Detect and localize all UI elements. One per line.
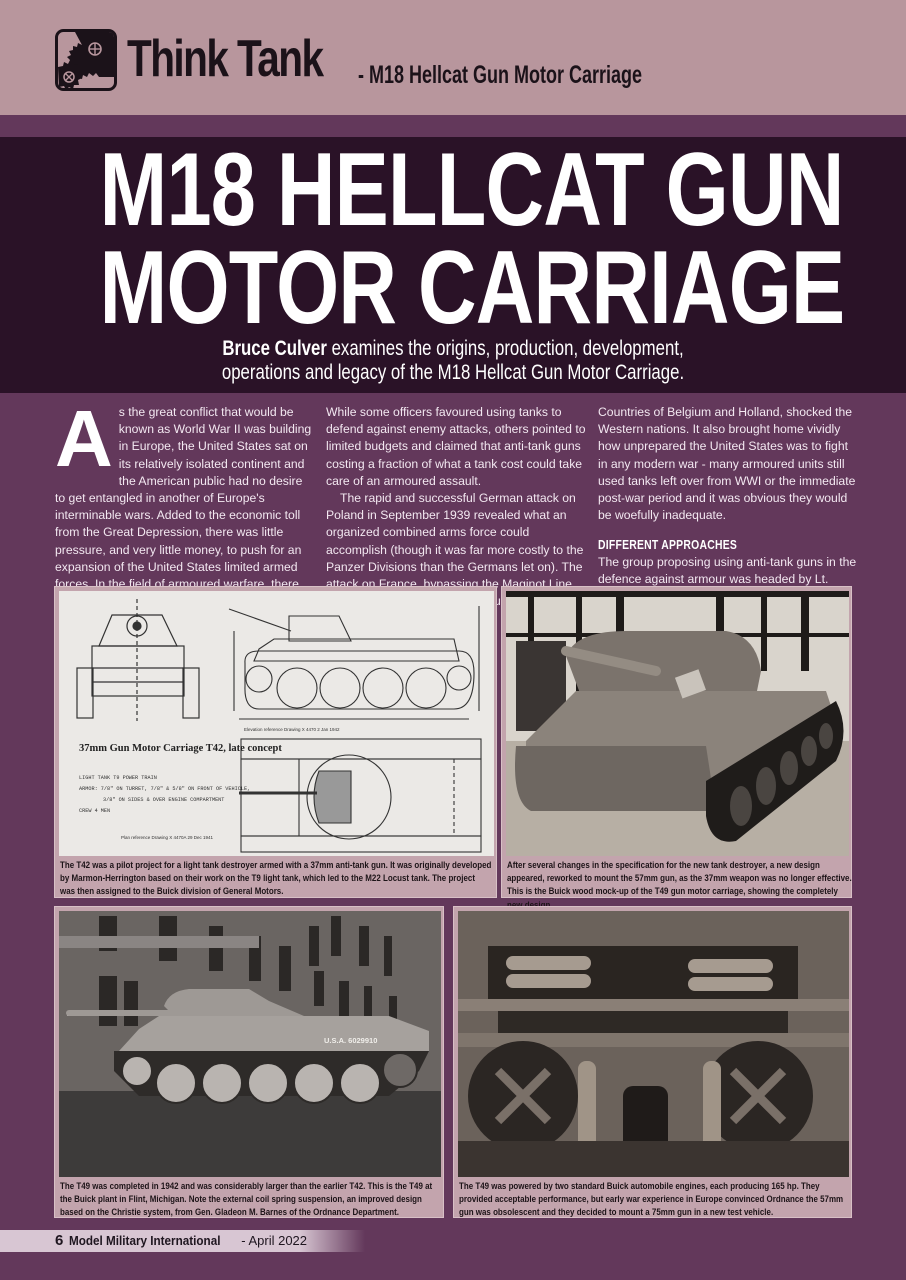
standfirst: Bruce Culver examines the origins, produ… (0, 337, 906, 385)
figure-t49-mockup: After several changes in the specificati… (501, 586, 852, 911)
figure-caption: The T49 was completed in 1942 and was co… (60, 1181, 433, 1219)
hull-marking: U.S.A. 6029910 (324, 1036, 377, 1045)
subheading: DIFFERENT APPROACHES (598, 537, 738, 553)
gears-icon (55, 29, 117, 91)
page-number: 6 (55, 1232, 64, 1249)
drop-cap: A (55, 394, 113, 483)
column-1: A s the great conflict that would be kno… (55, 394, 315, 628)
engine-photo-icon (458, 911, 849, 1177)
figure-t42-drawing: 37mm Gun Motor Carriage T42, late concep… (54, 586, 497, 898)
column-3: Countries of Belgium and Holland, shocke… (598, 404, 858, 605)
tank-blueprint-icon: 37mm Gun Motor Carriage T42, late concep… (59, 591, 494, 856)
technical-drawing: 37mm Gun Motor Carriage T42, late concep… (59, 591, 494, 856)
svg-text:3/8" ON SIDES & OVER ENGINE CO: 3/8" ON SIDES & OVER ENGINE COMPARTMENT (103, 797, 224, 803)
author-name: Bruce Culver (222, 337, 327, 360)
figure-t49-buick-plant: U.S.A. 6029910 The T49 was completed in … (54, 906, 444, 1218)
title-line-1: M18 HELLCAT GUN (99, 132, 845, 248)
section-subtitle: - M18 Hellcat Gun Motor Carriage (358, 61, 643, 89)
section-title: Think Tank (127, 30, 324, 88)
column-2: While some officers favoured using tanks… (326, 404, 586, 610)
svg-text:Elevation reference Drawing X: Elevation reference Drawing X 4470 2 Jan… (244, 727, 340, 732)
tank-photo-icon: U.S.A. 6029910 (59, 911, 441, 1177)
magazine-name: Model Military International (69, 1233, 221, 1248)
headline-block: M18 HELLCAT GUN MOTOR CARRIAGE Bruce Cul… (0, 137, 906, 393)
figure-caption: The T42 was a pilot project for a light … (60, 860, 492, 898)
standfirst-line-2: operations and legacy of the M18 Hellcat… (221, 361, 685, 384)
figure-t49-engines: The T49 was powered by two standard Buic… (453, 906, 852, 1218)
article-body: A s the great conflict that would be kno… (55, 399, 856, 626)
footer-bar (0, 1230, 365, 1252)
page-title: M18 HELLCAT GUN MOTOR CARRIAGE (0, 132, 906, 346)
standfirst-line-1: Bruce Culver examines the origins, produ… (222, 337, 684, 360)
figure-caption: The T49 was powered by two standard Buic… (459, 1181, 844, 1219)
paragraph: Countries of Belgium and Holland, shocke… (598, 405, 856, 523)
svg-text:CREW 4 MEN: CREW 4 MEN (79, 808, 110, 814)
issue-date: - April 2022 (237, 1233, 308, 1248)
paragraph: While some officers favoured using tanks… (326, 405, 586, 488)
figure-caption: After several changes in the specificati… (507, 860, 852, 911)
divider-strip (0, 115, 906, 137)
svg-text:LIGHT TANK T9 POWER TRAIN: LIGHT TANK T9 POWER TRAIN (79, 775, 157, 781)
page-footer: 6 Model Military International - April 20… (55, 1232, 307, 1250)
photo-wood-mockup (506, 591, 849, 856)
svg-text:Plan reference Drawing X 4470A: Plan reference Drawing X 4470A 29 Dec 19… (121, 835, 214, 840)
tank-photo-icon (506, 591, 849, 856)
photo-t49-side: U.S.A. 6029910 (59, 911, 441, 1177)
svg-text:ARMOR: 7/8" ON TURRET, 7/8" &: ARMOR: 7/8" ON TURRET, 7/8" & 5/8" ON FR… (79, 786, 250, 792)
drawing-title: 37mm Gun Motor Carriage T42, late concep… (79, 743, 282, 754)
title-line-2: MOTOR CARRIAGE (99, 230, 845, 346)
photo-engine-bay (458, 911, 849, 1177)
section-header: Think Tank - M18 Hellcat Gun Motor Carri… (0, 0, 906, 115)
